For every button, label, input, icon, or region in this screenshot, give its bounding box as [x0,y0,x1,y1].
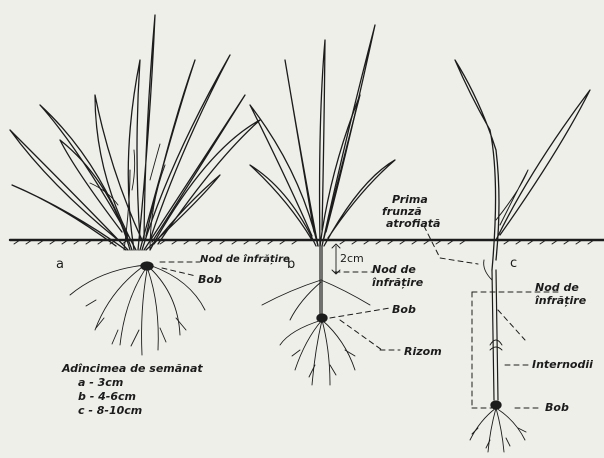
label-rizom: Rizom [404,346,442,358]
label-internodii: Internodii [532,359,593,371]
label-bob-c: Bob [545,402,569,414]
legend-row-a: a - 3cm [78,377,123,389]
label-nod-de-c-line2: înfrățire [535,295,586,307]
label-2cm: 2cm [340,253,364,265]
legend-row-c: c - 8-10cm [78,405,142,417]
label-bob-a: Bob [198,274,222,286]
label-nod-de-b-line2: înfrățire [372,277,423,289]
soil-surface [10,240,604,244]
label-prima-line3: atrofiată [386,218,440,230]
plant-b [250,25,395,385]
label-bob-b: Bob [392,304,416,316]
legend-row-b: b - 4-6cm [78,391,136,403]
plant-a-letter: a [56,259,64,271]
plant-c-letter: c [510,258,517,270]
legend-title: Adîncimea de semănat [62,363,203,375]
label-nod-de-c-line1: Nod de [535,282,579,294]
label-nod-de-b-line1: Nod de [372,264,416,276]
label-nod-de-infratire-a: Nod de înfrățire [200,254,290,266]
plant-c [455,60,590,452]
plant-a [10,15,260,355]
